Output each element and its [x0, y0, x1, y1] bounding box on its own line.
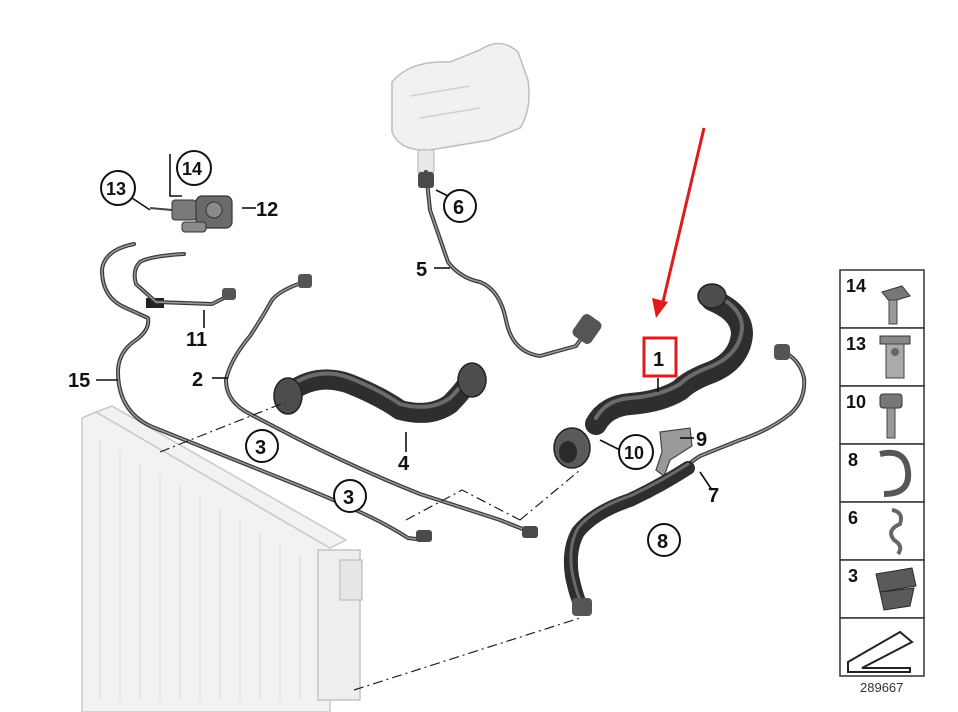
- callout-4: 4: [398, 453, 410, 475]
- callout-6: 6: [453, 197, 464, 219]
- hose-8: [563, 461, 695, 616]
- direction-arrow-icon: [847, 630, 914, 673]
- hose-1: [585, 283, 753, 435]
- connector-10: [553, 427, 591, 469]
- pointer-arrow: [652, 127, 706, 318]
- callout-9: 9: [696, 429, 707, 451]
- hose-7: [678, 344, 807, 478]
- callouts: 1 2 3 3 4 5 6 7 8 9 10 11 12 13 14 15: [68, 150, 719, 557]
- clip-6-icon: [889, 508, 903, 556]
- callout-13: 13: [106, 179, 126, 199]
- legend-label-3: 3: [848, 566, 858, 586]
- callout-10: 10: [624, 443, 644, 463]
- callout-1: 1: [653, 349, 664, 371]
- callout-14: 14: [182, 159, 202, 179]
- fastener-legend: 14 13 10 8 6 3: [839, 269, 925, 677]
- callout-8: 8: [657, 531, 668, 553]
- callout-5: 5: [416, 259, 427, 281]
- bolt-14-icon: [881, 285, 911, 325]
- hose-5: [418, 170, 602, 358]
- highlight-box: [642, 336, 678, 378]
- callout-11: 11: [186, 329, 207, 351]
- clip-8-icon: [879, 449, 912, 497]
- bracket-9: [655, 427, 693, 477]
- diagram-reference-number: 289667: [860, 680, 903, 695]
- hose-11: [132, 252, 236, 306]
- leader-lines: [96, 154, 713, 491]
- auxiliary-pump: [149, 195, 233, 233]
- callout-7: 7: [708, 485, 719, 507]
- callout-12: 12: [256, 199, 278, 221]
- legend-label-14: 14: [846, 276, 866, 296]
- expansion-tank: [391, 42, 530, 173]
- callout-3a: 3: [255, 437, 266, 459]
- clip-nut-13-icon: [879, 335, 911, 379]
- hose-4: [273, 362, 487, 423]
- callout-2: 2: [192, 369, 203, 391]
- legend-label-8: 8: [848, 450, 858, 470]
- legend-label-10: 10: [846, 392, 866, 412]
- clip-3-icon: [875, 567, 917, 611]
- radiator: [81, 405, 363, 712]
- bolt-10-icon: [879, 393, 903, 439]
- callout-15: 15: [68, 370, 90, 392]
- legend-label-6: 6: [848, 508, 858, 528]
- legend-label-13: 13: [846, 334, 866, 354]
- callout-3b: 3: [343, 487, 354, 509]
- assembly-reference-lines: [159, 401, 581, 691]
